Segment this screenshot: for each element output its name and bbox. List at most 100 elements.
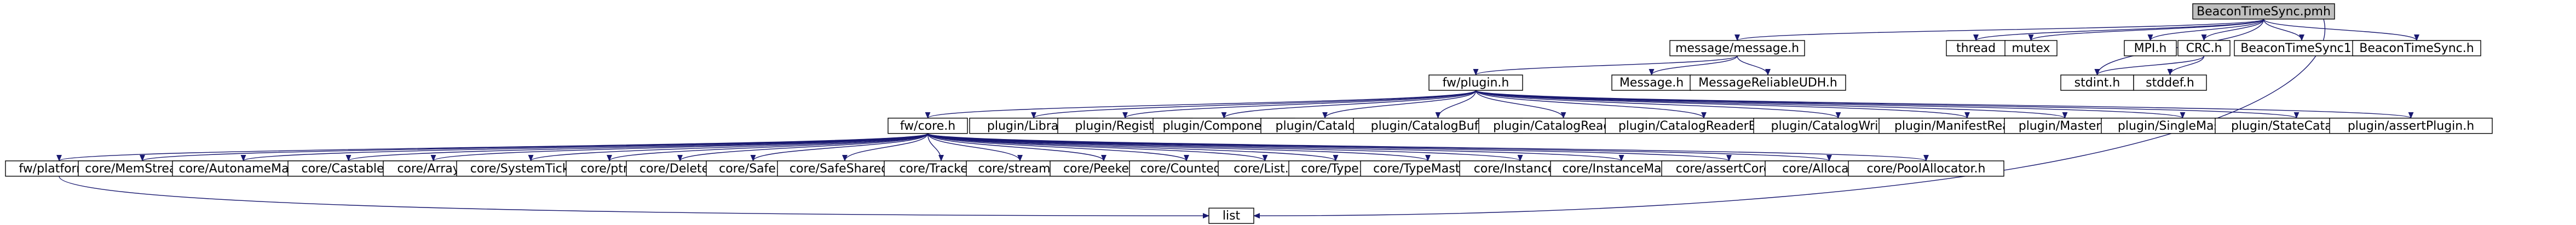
node-label: core/Counted.h bbox=[1140, 162, 1233, 176]
edge-root-to-message bbox=[1734, 19, 2264, 41]
edges-layer bbox=[56, 19, 2419, 219]
node-box bbox=[2004, 40, 2058, 56]
node-box bbox=[2352, 40, 2481, 56]
node-box bbox=[2192, 3, 2335, 20]
node-box bbox=[2124, 40, 2177, 56]
edge-fwcore-to-cdelete bbox=[677, 133, 929, 161]
node-beaconsync[interactable]: BeaconTimeSync.h bbox=[2352, 40, 2481, 56]
node-label: fw/plugin.h bbox=[1443, 76, 1509, 90]
node-label: core/stream.h bbox=[978, 162, 1062, 176]
node-label: core/assertCore.h bbox=[1676, 162, 1783, 176]
node-label: mutex bbox=[2012, 42, 2050, 55]
edge-crc-to-stddef bbox=[2167, 55, 2205, 76]
node-label: list bbox=[1223, 209, 1241, 223]
node-box bbox=[1946, 40, 2006, 56]
node-label: core/Type.h bbox=[1301, 162, 1370, 176]
node-label: BeaconTimeSync1.h bbox=[2240, 42, 2362, 55]
edge-fwplugin-to-pregistry bbox=[1122, 90, 1477, 119]
edge-fwplugin-to-pcatreader bbox=[1475, 90, 1566, 119]
node-label: core/InstanceMap.h bbox=[1562, 162, 1680, 176]
node-stdint[interactable]: stdint.h bbox=[2060, 74, 2134, 91]
node-fwcore[interactable]: fw/core.h bbox=[888, 118, 968, 134]
edge-root-to-list bbox=[1253, 19, 2326, 219]
node-list[interactable]: list bbox=[1208, 207, 1254, 224]
edge-fwcore-to-cinstancemap bbox=[927, 133, 1624, 161]
node-box bbox=[1428, 74, 1523, 91]
edge-fwcore-to-cptr bbox=[607, 133, 929, 161]
node-fwplugin[interactable]: fw/plugin.h bbox=[1428, 74, 1523, 91]
node-messageh[interactable]: Message.h bbox=[1611, 74, 1692, 91]
edge-fwcore-to-cstream bbox=[927, 133, 1023, 161]
node-box bbox=[1208, 207, 1254, 224]
edge-fwplatform-to-list bbox=[59, 176, 1209, 219]
node-label: MPI.h bbox=[2134, 42, 2167, 55]
edge-fwcore-to-csafeshared bbox=[842, 133, 929, 161]
edge-message-to-messageh bbox=[1649, 55, 1738, 76]
node-label: core/Castable.h bbox=[301, 162, 395, 176]
node-label: plugin/Master.h bbox=[2019, 119, 2112, 133]
node-box bbox=[1690, 74, 1846, 91]
edge-fwcore-to-ctype bbox=[927, 133, 1339, 161]
node-mpi[interactable]: MPI.h bbox=[2124, 40, 2177, 56]
edge-root-to-crc bbox=[2201, 19, 2264, 41]
node-label: MessageReliableUDH.h bbox=[1698, 76, 1837, 90]
node-msgreliable[interactable]: MessageReliableUDH.h bbox=[1690, 74, 1846, 91]
node-message[interactable]: message/message.h bbox=[1669, 40, 1805, 56]
edge-fwplugin-to-pcomponent bbox=[1221, 90, 1477, 119]
edge-fwcore-to-clist bbox=[927, 133, 1268, 161]
node-label: thread bbox=[1956, 42, 1996, 55]
node-passert[interactable]: plugin/assertPlugin.h bbox=[2329, 118, 2493, 134]
node-mutex[interactable]: mutex bbox=[2004, 40, 2058, 56]
edge-fwcore-to-cinstance bbox=[927, 133, 1523, 161]
node-beaconsync1[interactable]: BeaconTimeSync1.h bbox=[2234, 40, 2370, 56]
edge-fwplugin-to-psingle bbox=[1475, 90, 2185, 119]
edge-fwcore-to-cautoname bbox=[241, 133, 929, 161]
node-label: CRC.h bbox=[2186, 42, 2222, 55]
edge-fwcore-to-ctracker bbox=[927, 133, 944, 161]
edge-fwplugin-to-pmanifest bbox=[1475, 90, 1970, 119]
node-label: BeaconTimeSync.h bbox=[2359, 42, 2474, 55]
node-crc[interactable]: CRC.h bbox=[2177, 40, 2231, 56]
node-box bbox=[2133, 74, 2207, 91]
edge-root-to-mutex bbox=[2028, 19, 2264, 41]
edge-fwcore-to-carray bbox=[430, 133, 929, 161]
node-csafe[interactable]: core/Safe.h bbox=[706, 160, 800, 177]
node-label: message/message.h bbox=[1675, 42, 1799, 55]
node-box bbox=[888, 118, 968, 134]
node-label: stdint.h bbox=[2074, 76, 2120, 90]
node-label: Message.h bbox=[1620, 76, 1684, 90]
edge-fwplugin-to-pstate bbox=[1475, 90, 2299, 119]
node-label: fw/core.h bbox=[900, 119, 955, 133]
node-box bbox=[2329, 118, 2493, 134]
node-box bbox=[2060, 74, 2134, 91]
node-cautoname[interactable]: core/AutonameMap.h bbox=[172, 160, 315, 177]
edge-message-to-msgreliable bbox=[1737, 55, 1771, 76]
edge-crc-to-stdint bbox=[2094, 55, 2205, 76]
edge-root-to-mpi bbox=[2147, 19, 2264, 41]
node-box bbox=[2177, 40, 2231, 56]
edge-fwcore-to-ccastable bbox=[345, 133, 929, 161]
node-label: core/List.h bbox=[1234, 162, 1296, 176]
edge-root-to-thread bbox=[1973, 19, 2264, 41]
edge-fwcore-to-ctypemaster bbox=[927, 133, 1431, 161]
node-thread[interactable]: thread bbox=[1946, 40, 2006, 56]
edge-fwplugin-to-plibrary bbox=[1031, 90, 1477, 119]
node-pcatreader[interactable]: plugin/CatalogReader.h bbox=[1478, 118, 1649, 134]
edge-fwcore-to-ccounted bbox=[927, 133, 1189, 161]
node-root[interactable]: BeaconTimeSync.pmh bbox=[2192, 3, 2335, 20]
node-label: core/AutonameMap.h bbox=[179, 162, 308, 176]
node-label: plugin/assertPlugin.h bbox=[2348, 119, 2474, 133]
edge-message-to-fwplugin bbox=[1473, 55, 1738, 76]
node-cpoolalloc[interactable]: core/PoolAllocator.h bbox=[1848, 160, 2004, 177]
edge-fwplugin-to-pcatreaderbase bbox=[1475, 90, 1707, 119]
edge-fwcore-to-csysticker bbox=[528, 133, 929, 161]
nodes-layer: BeaconTimeSync.pmh message/message.h threa… bbox=[5, 3, 2493, 224]
edge-fwplugin-to-pmaster bbox=[1475, 90, 2068, 119]
edge-fwplugin-to-pcatalog bbox=[1322, 90, 1477, 119]
node-box bbox=[1848, 160, 2004, 177]
edge-fwplugin-to-pcatwriter bbox=[1475, 90, 1841, 119]
node-label: core/PoolAllocator.h bbox=[1867, 162, 1986, 176]
edge-fwplugin-to-pcatbuffer bbox=[1435, 90, 1477, 119]
node-stddef[interactable]: stddef.h bbox=[2133, 74, 2207, 91]
